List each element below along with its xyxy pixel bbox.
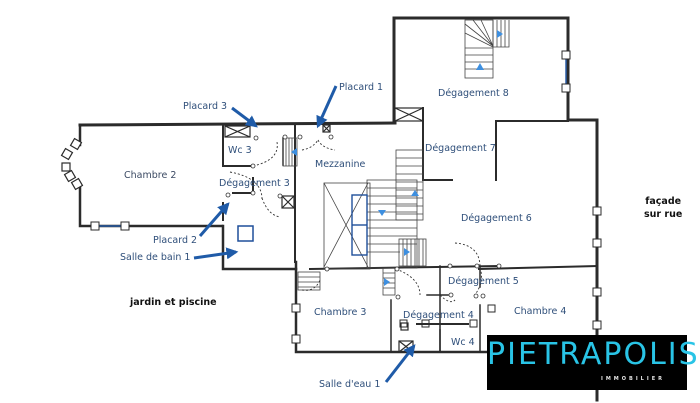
walls	[78, 16, 599, 402]
room-degagement-7: Dégagement 7	[425, 143, 496, 154]
room-degagement-6: Dégagement 6	[461, 213, 532, 224]
staircases	[282, 19, 510, 296]
room-degagement-8: Dégagement 8	[438, 88, 509, 99]
room-chambre-4: Chambre 4	[514, 306, 567, 317]
pietrapolis-logo: PIETRAPOLIS IMMOBILIER	[487, 335, 700, 390]
door-swings	[229, 139, 482, 303]
room-degagement-4: Dégagement 4	[403, 310, 474, 321]
facade-annotation: façade sur rue	[644, 196, 682, 222]
room-degagement-3: Dégagement 3	[219, 178, 290, 189]
room-degagement-5: Dégagement 5	[448, 276, 519, 287]
room-mezzanine: Mezzanine	[315, 159, 366, 170]
callout-placard-3: Placard 3	[183, 101, 228, 112]
callout-salle-de-bain-1: Salle de bain 1	[120, 252, 191, 263]
garden-annotation: jardin et piscine	[130, 297, 217, 308]
callout-placard-2: Placard 2	[153, 235, 198, 246]
facade-line-2: sur rue	[644, 208, 683, 220]
callout-salle-deau-1: Salle d'eau 1	[319, 379, 381, 390]
bay-window	[60, 137, 84, 191]
door-hinges	[225, 134, 502, 300]
room-chambre-3: Chambre 3	[314, 307, 367, 318]
callout-placard-1: Placard 1	[339, 82, 384, 93]
room-wc-4: Wc 4	[451, 337, 475, 348]
logo-name: PIETRAPOLIS	[487, 337, 700, 372]
stair-arrows	[291, 30, 503, 286]
room-wc-3: Wc 3	[228, 145, 252, 156]
logo-subtitle: IMMOBILIER	[600, 376, 665, 382]
facade-line-1: façade	[645, 196, 682, 207]
room-chambre-2: Chambre 2	[124, 170, 177, 181]
callout-arrows	[193, 85, 416, 383]
